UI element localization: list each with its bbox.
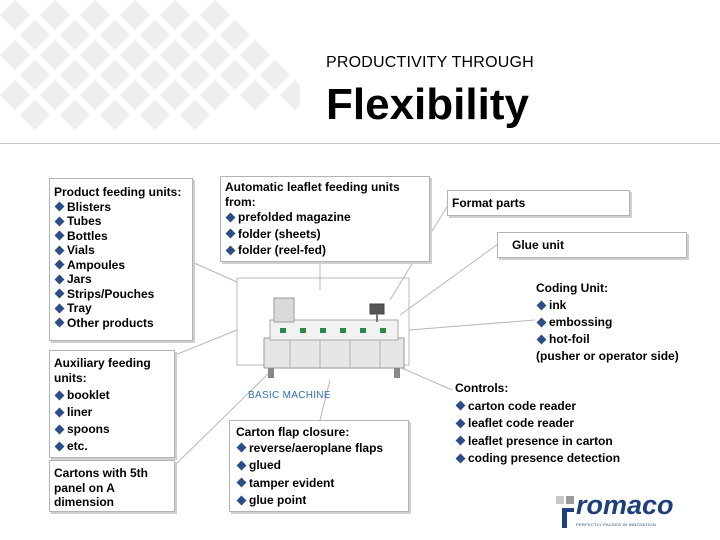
diamond-bullet-icon <box>225 212 236 223</box>
list-item: Tubes <box>54 214 188 229</box>
diamond-bullet-icon <box>536 317 547 328</box>
diamond-bullet-icon <box>225 228 236 239</box>
basic-machine-label: BASIC MACHINE <box>248 390 331 401</box>
diamond-bullet-icon <box>236 495 247 506</box>
diamond-bullet-icon <box>54 317 65 328</box>
list-item: etc. <box>54 438 170 455</box>
logo-name: romaco <box>576 490 674 520</box>
list-item: folder (sheets) <box>225 226 425 243</box>
list-item: coding presence detection <box>455 450 620 468</box>
product-feeding-list: Blisters Tubes Bottles Vials Ampoules Ja… <box>54 200 188 331</box>
diamond-bullet-icon <box>455 435 466 446</box>
list-item: Tray <box>54 301 188 316</box>
format-parts-box: Format parts <box>447 190 630 216</box>
list-item: ink <box>536 297 679 314</box>
list-item: embossing <box>536 314 679 331</box>
coding-unit-list: ink embossing hot-foil <box>536 297 679 348</box>
diamond-bullet-icon <box>54 288 65 299</box>
diamond-bullet-icon <box>455 453 466 464</box>
diamond-bullet-icon <box>54 303 65 314</box>
cartons-line-3: dimension <box>54 495 115 509</box>
controls-list: carton code reader leaflet code reader l… <box>455 398 620 468</box>
cartons-line-2: panel on A <box>54 480 115 495</box>
logo-mark-icon <box>556 496 574 528</box>
diamond-bullet-icon <box>54 407 65 418</box>
carton-flap-box: Carton flap closure: reverse/aeroplane f… <box>229 420 409 512</box>
controls-block: Controls: carton code reader leaflet cod… <box>455 380 620 468</box>
carton-flap-list: reverse/aeroplane flaps glued tamper evi… <box>236 440 404 510</box>
list-item: prefolded magazine <box>225 209 425 226</box>
list-item: spoons <box>54 421 170 438</box>
diamond-bullet-icon <box>236 460 247 471</box>
list-item: leaflet code reader <box>455 415 620 433</box>
diamond-bullet-icon <box>236 442 247 453</box>
diamond-bullet-icon <box>225 245 236 256</box>
list-item: reverse/aeroplane flaps <box>236 440 404 458</box>
list-item: glued <box>236 457 404 475</box>
leaflet-feeding-heading-2: from: <box>225 194 256 209</box>
diamond-bullet-icon <box>54 216 65 227</box>
list-item: liner <box>54 404 170 421</box>
controls-heading: Controls: <box>455 381 509 395</box>
diamond-bullet-icon <box>54 259 65 270</box>
diamond-bullet-icon <box>54 230 65 241</box>
diamond-bullet-icon <box>54 245 65 256</box>
diamond-bullet-icon <box>455 400 466 411</box>
list-item: booklet <box>54 387 170 404</box>
list-item: Bottles <box>54 229 188 244</box>
diamond-bullet-icon <box>536 300 547 311</box>
list-item: hot-foil <box>536 331 679 348</box>
list-item: folder (reel-fed) <box>225 242 425 259</box>
list-item: glue point <box>236 492 404 510</box>
packaging-machine-image <box>263 297 405 378</box>
diamond-bullet-icon <box>54 201 65 212</box>
diamond-bullet-icon <box>455 418 466 429</box>
list-item: Blisters <box>54 200 188 215</box>
coding-unit-block: Coding Unit: ink embossing hot-foil (pus… <box>536 280 679 365</box>
list-item: Strips/Pouches <box>54 287 188 302</box>
glue-unit-box: Glue unit <box>497 232 687 258</box>
list-item: Jars <box>54 272 188 287</box>
leaflet-feeding-box: Automatic leaflet feeding units from: pr… <box>220 176 430 262</box>
auxiliary-feeding-box: Auxiliary feeding units: booklet liner s… <box>49 350 175 458</box>
leaflet-feeding-heading-1: Automatic leaflet feeding units <box>225 180 400 194</box>
list-item: carton code reader <box>455 398 620 416</box>
format-parts-label: Format parts <box>452 196 526 210</box>
page-title: Flexibility <box>326 80 529 129</box>
glue-unit-label: Glue unit <box>512 238 564 252</box>
diamond-bullet-icon <box>54 274 65 285</box>
diamond-bullet-icon <box>54 424 65 435</box>
diamond-bullet-icon <box>536 334 547 345</box>
logo-tagline: PERFECTLY PACKED IN INNOVATION <box>576 522 656 527</box>
cartons-line-1: Cartons with 5th <box>54 466 149 480</box>
list-item: leaflet presence in carton <box>455 433 620 451</box>
list-item: Ampoules <box>54 258 188 273</box>
diamond-bullet-icon <box>54 390 65 401</box>
coding-unit-heading: Coding Unit: <box>536 281 608 295</box>
diamond-bullet-icon <box>236 477 247 488</box>
auxiliary-feeding-list: booklet liner spoons etc. <box>54 387 170 455</box>
product-feeding-heading: Product feeding units: <box>54 185 182 199</box>
diamond-bullet-icon <box>54 441 65 452</box>
coding-unit-note: (pusher or operator side) <box>536 349 679 363</box>
list-item: Vials <box>54 243 188 258</box>
list-item: Other products <box>54 316 188 331</box>
title-divider <box>0 143 720 144</box>
auxiliary-feeding-heading-1: Auxiliary feeding <box>54 356 151 370</box>
leaflet-feeding-list: prefolded magazine folder (sheets) folde… <box>225 209 425 259</box>
list-item: tamper evident <box>236 475 404 493</box>
title-subtitle: PRODUCTIVITY THROUGH <box>326 54 534 71</box>
auxiliary-feeding-heading-2: units: <box>54 370 87 385</box>
product-feeding-box: Product feeding units: Blisters Tubes Bo… <box>49 178 193 341</box>
cartons-box: Cartons with 5th panel on A dimension <box>49 460 175 512</box>
carton-flap-heading: Carton flap closure: <box>236 425 350 439</box>
romaco-logo: romaco PERFECTLY PACKED IN INNOVATION <box>554 490 700 532</box>
diamond-pattern-decoration <box>0 0 300 130</box>
